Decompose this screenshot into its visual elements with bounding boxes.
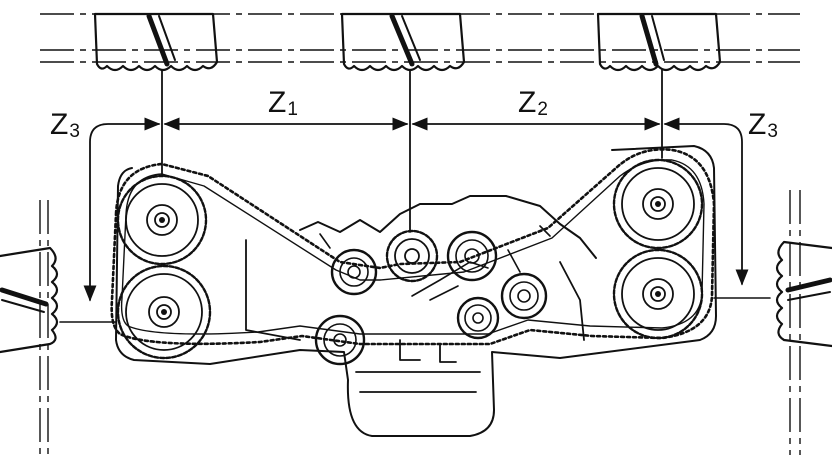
label-z2: Z2 xyxy=(518,86,548,120)
cam-sprocket-left-lower xyxy=(116,264,212,360)
idler-pulley-lower-right xyxy=(456,296,500,340)
belt-marker-tool-side-right xyxy=(775,240,832,348)
label-z3-left: Z3 xyxy=(50,108,80,142)
label-z1: Z1 xyxy=(268,86,298,120)
belt-marker-tool-right xyxy=(596,12,722,72)
belt-marker-tool-left xyxy=(93,12,219,72)
cam-sprocket-right-lower xyxy=(612,248,704,340)
idler-pulley-right xyxy=(500,272,548,320)
tensioner-pulley xyxy=(446,230,498,282)
crank-sprocket xyxy=(385,229,439,283)
idler-pulley-lower-left xyxy=(314,314,366,366)
dimension-z3-right xyxy=(663,117,771,299)
label-z3-right: Z3 xyxy=(748,108,778,142)
leader-lines xyxy=(161,69,663,233)
belt-marker-tool-side-left xyxy=(0,246,59,354)
dimension-z3-left xyxy=(59,117,161,323)
belt-marker-tool-center xyxy=(340,12,466,72)
reference-lines xyxy=(39,13,801,455)
cam-sprocket-left-upper xyxy=(116,174,208,266)
cam-sprocket-right-upper xyxy=(612,158,704,250)
idler-pulley-left xyxy=(330,248,378,296)
engine-block xyxy=(115,145,717,437)
